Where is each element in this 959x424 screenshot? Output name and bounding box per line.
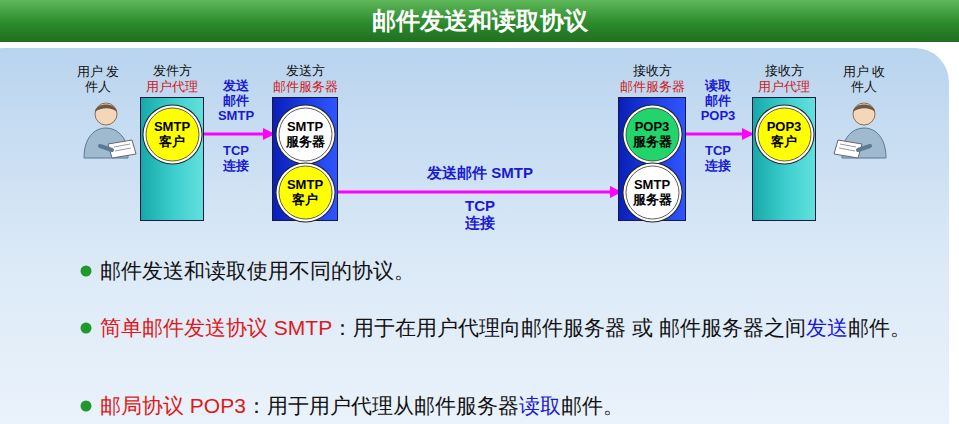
protocol-circle: SMTP 服务器 [275,104,336,165]
person-label: 用户 收件人 [842,64,886,94]
circle-fill [279,166,332,219]
circle-fill [146,108,199,161]
circle-fill [626,166,679,219]
bullet-text: 邮件。 [848,316,911,339]
circle-ring [143,105,201,163]
node-heading-group: 发送方邮件服务器 [273,63,338,95]
mail-transfer-arrow [204,133,273,136]
circle-ring [623,163,681,221]
person-label: 用户 发件人 [76,64,120,94]
bullet-text: 邮件发送和读取使用不同的协议。 [100,259,415,282]
node-heading: 邮件服务器 [620,79,685,95]
connection-label: TCP 连接 [216,143,256,173]
circle-rim [275,162,335,222]
content-panel [0,48,949,424]
agent-box: 接收方用户代理POP3 客户 [752,97,816,221]
protocol-name: SMTP 客户 [149,119,195,149]
node-heading: 用户代理 [146,79,198,95]
circle-fill [626,108,679,161]
bullet-dot [81,266,92,277]
mail-transfer-arrow [337,191,620,194]
circle-rim [754,104,814,164]
node-heading-group: 接收方邮件服务器 [620,63,685,95]
node-heading: 发送方 [273,63,338,79]
edge-label: 发送邮件 SMTP [390,164,570,181]
title-bar: 邮件发送和读取协议 [0,0,959,42]
protocol-circle: SMTP 客户 [142,104,203,165]
circle-fill [758,108,811,161]
bullet-text: 邮件。 [561,394,624,417]
node-heading: 用户代理 [758,79,810,95]
circle-ring [623,105,681,163]
bullet-text: 发送 [806,316,848,339]
protocol-name: POP3 客户 [761,119,807,149]
protocol-circle: SMTP 客户 [275,162,336,223]
connection-label: TCP 连接 [698,143,738,173]
bullet-text: 简单邮件发送协议 SMTP [100,316,332,339]
agent-box: 接收方邮件服务器POP3 服务器SMTP 服务器 [618,97,686,221]
circle-rim [142,104,202,164]
bullet-dot [81,401,92,412]
protocol-circle: POP3 客户 [754,104,815,165]
protocol-name: SMTP 客户 [282,177,328,207]
node-heading: 接收方 [758,63,810,79]
node-heading: 发件方 [146,63,198,79]
circle-text-group: POP3 客户 [761,119,807,149]
circle-text-group: POP3 服务器 [629,119,675,149]
circle-ring [755,105,813,163]
bullet-dot [81,323,92,334]
mail-transfer-arrow [684,133,752,136]
circle-fill [279,108,332,161]
node-heading: 邮件服务器 [273,79,338,95]
circle-ring [276,105,334,163]
bullet-item: 邮件发送和读取使用不同的协议。 [100,255,945,286]
circle-rim [622,162,682,222]
circle-rim [622,104,682,164]
bullet-text: ：用于用户代理从邮件服务器 [246,394,519,417]
agent-box: 发件方用户代理SMTP 客户 [140,97,204,221]
circle-text-group: SMTP 客户 [149,119,195,149]
title-text: 邮件发送和读取协议 [372,5,588,37]
circle-rim [275,104,335,164]
agent-box: 发送方邮件服务器SMTP 服务器SMTP 客户 [272,97,338,221]
protocol-name: SMTP 服务器 [629,177,675,207]
bullet-text: ：用于在用户代理向邮件服务器 或 邮件服务器之间 [332,316,806,339]
circle-ring [276,163,334,221]
circle-text-group: SMTP 服务器 [282,119,328,149]
edge-label: 发送 邮件 SMTP [216,78,256,123]
bullet-text: 邮局协议 POP3 [100,394,246,417]
connection-label: TCP 连接 [458,197,502,231]
bullet-item: 简单邮件发送协议 SMTP：用于在用户代理向邮件服务器 或 邮件服务器之间发送邮… [100,312,945,343]
receiver-person-icon [834,103,886,158]
circle-text-group: SMTP 服务器 [629,177,675,207]
protocol-name: SMTP 服务器 [282,119,328,149]
circle-text-group: SMTP 客户 [282,177,328,207]
node-heading: 接收方 [620,63,685,79]
protocol-circle: POP3 服务器 [622,104,683,165]
protocol-name: POP3 服务器 [629,119,675,149]
bullet-text: 读取 [519,394,561,417]
protocol-circle: SMTP 服务器 [622,162,683,223]
node-heading-group: 发件方用户代理 [146,63,198,95]
edge-label: 读取 邮件 POP3 [698,78,738,123]
bullet-item: 邮局协议 POP3：用于用户代理从邮件服务器读取邮件。 [100,390,945,421]
bullet-dots [81,266,92,412]
sender-person-icon [84,103,136,158]
node-heading-group: 接收方用户代理 [758,63,810,95]
